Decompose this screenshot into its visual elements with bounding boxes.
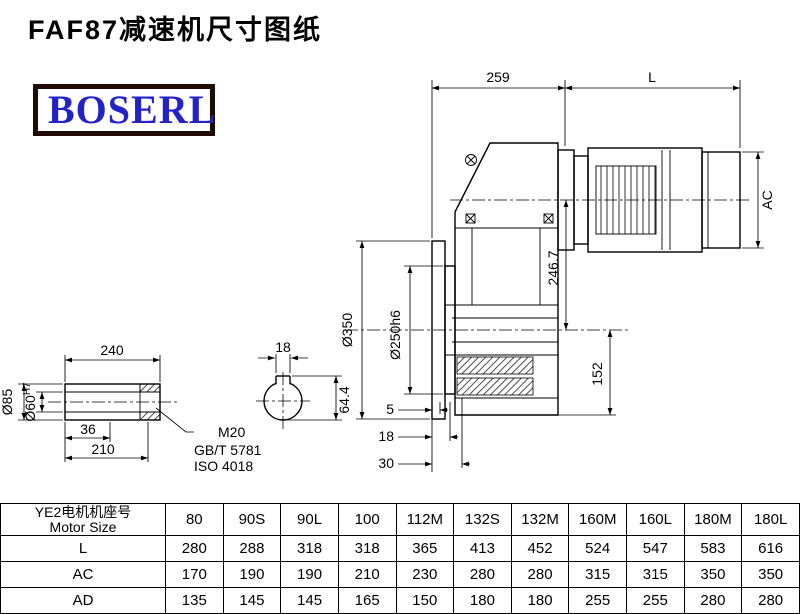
dim-85-label: Ø85 <box>0 389 15 416</box>
dim-250h6: Ø250h6 <box>387 265 443 395</box>
dimension-row-label: AC <box>0 561 166 588</box>
dimension-value-cell: 165 <box>337 587 397 614</box>
dimension-value-cell: 547 <box>626 535 685 562</box>
dimension-value-cell: 255 <box>568 587 627 614</box>
dimension-value-cell: 170 <box>165 561 224 588</box>
dim-152-label: 152 <box>589 362 605 386</box>
dimension-value-cell: 350 <box>683 561 743 588</box>
dim-259: 259 <box>431 69 566 238</box>
dim-flange-offsets: 5 18 30 <box>378 398 470 472</box>
shaft-detail-view: 240 Ø85 Ø60H7 36 210 M20 GB/T 5781 ISO 4… <box>0 342 262 474</box>
dim-350-label: Ø350 <box>339 313 355 347</box>
dimension-value-cell: 180 <box>510 587 570 614</box>
dimension-value-cell: 210 <box>337 561 397 588</box>
eyebolt-icon <box>465 154 477 166</box>
frame-size-col-header: 132S <box>453 503 512 536</box>
dim-64-4-label: 64.4 <box>336 386 352 413</box>
dimension-value-cell: 524 <box>568 535 627 562</box>
dimension-value-cell: 280 <box>165 535 224 562</box>
dimension-value-cell: 145 <box>280 587 339 614</box>
dimension-value-cell: 583 <box>683 535 743 562</box>
dim-36-label: 36 <box>80 421 96 437</box>
shaft-bore-dia-label: Ø60 <box>22 395 38 422</box>
dimension-value-cell: 280 <box>510 561 570 588</box>
dimension-value-cell: 190 <box>222 561 282 588</box>
dimension-value-cell: 150 <box>395 587 455 614</box>
motor-size-header-en: Motor Size <box>49 519 117 535</box>
gearbox-housing <box>445 142 559 416</box>
bolt-icon <box>543 213 554 224</box>
frame-size-col-header: 160L <box>626 503 685 536</box>
dimension-value-cell: 616 <box>741 535 800 562</box>
thread-callout: M20 GB/T 5781 ISO 4018 <box>155 407 262 474</box>
thread-size-label: M20 <box>218 424 245 440</box>
thread-standard-iso-label: ISO 4018 <box>194 458 253 474</box>
motor-size-header-cn: YE2电机机座号 <box>34 504 132 520</box>
dim-AC: AC <box>742 151 775 249</box>
dim-259-label: 259 <box>486 69 510 85</box>
dim-L-label: L <box>648 69 656 85</box>
dimension-value-cell: 280 <box>741 587 800 614</box>
dim-L: L <box>565 69 741 148</box>
dimension-value-cell: 180 <box>453 587 512 614</box>
dimension-value-cell: 280 <box>453 561 512 588</box>
dimension-value-cell: 135 <box>165 587 224 614</box>
dimension-value-cell: 190 <box>280 561 339 588</box>
dim-5-label: 5 <box>386 401 394 417</box>
dimension-value-cell: 280 <box>683 587 743 614</box>
frame-size-col-header: 80 <box>165 503 224 536</box>
dimension-value-cell: 350 <box>741 561 800 588</box>
dim-30-label: 30 <box>378 455 394 471</box>
dim-60H7-label: Ø60H7 <box>22 382 38 422</box>
dimension-drawing: 259 L AC Ø350 Ø250h6 246.7 <box>0 69 775 474</box>
brand-logo: BOSERL <box>33 84 215 136</box>
frame-size-col-header: 90S <box>222 503 282 536</box>
thread-standard-gb-label: GB/T 5781 <box>194 442 262 458</box>
brand-logo-text: BOSERL <box>48 87 217 132</box>
dimension-value-cell: 318 <box>280 535 339 562</box>
dim-key-18-label: 18 <box>275 339 291 355</box>
dimension-row-label: L <box>0 535 166 562</box>
dim-152: 152 <box>558 330 616 416</box>
frame-size-col-header: 112M <box>395 503 455 536</box>
frame-size-col-header: 132M <box>510 503 570 536</box>
frame-size-col-header: 180L <box>741 503 800 536</box>
shaft-section-view: 18 64.4 <box>256 339 352 430</box>
dimension-value-cell: 230 <box>395 561 455 588</box>
dim-246-7: 246.7 <box>545 200 569 330</box>
dimension-value-cell: 315 <box>568 561 627 588</box>
dimension-value-cell: 318 <box>337 535 397 562</box>
dim-AC-label: AC <box>759 190 775 209</box>
shaft-bore-tol-label: H7 <box>22 382 33 395</box>
frame-size-col-header: 90L <box>280 503 339 536</box>
dimension-value-cell: 365 <box>395 535 455 562</box>
bolt-icon <box>465 213 476 224</box>
dim-350: Ø350 <box>339 240 430 420</box>
dimension-value-cell: 315 <box>626 561 685 588</box>
frame-size-col-header: 160M <box>568 503 627 536</box>
dim-210-label: 210 <box>91 441 115 457</box>
frame-size-col-header: 180M <box>683 503 743 536</box>
dimension-value-cell: 413 <box>453 535 512 562</box>
dimension-row-label: AD <box>0 587 166 614</box>
dim-240-label: 240 <box>100 342 124 358</box>
frame-size-col-header: 100 <box>337 503 397 536</box>
dimension-value-cell: 288 <box>222 535 282 562</box>
dimension-value-cell: 452 <box>510 535 570 562</box>
dim-250h6-label: Ø250h6 <box>387 310 403 360</box>
page-title: FAF87减速机尺寸图纸 <box>28 15 323 45</box>
dimension-value-cell: 145 <box>222 587 282 614</box>
dimension-value-cell: 255 <box>626 587 685 614</box>
centerlines <box>345 199 752 331</box>
dim-18-label: 18 <box>378 428 394 444</box>
dim-246-7-label: 246.7 <box>545 250 561 285</box>
